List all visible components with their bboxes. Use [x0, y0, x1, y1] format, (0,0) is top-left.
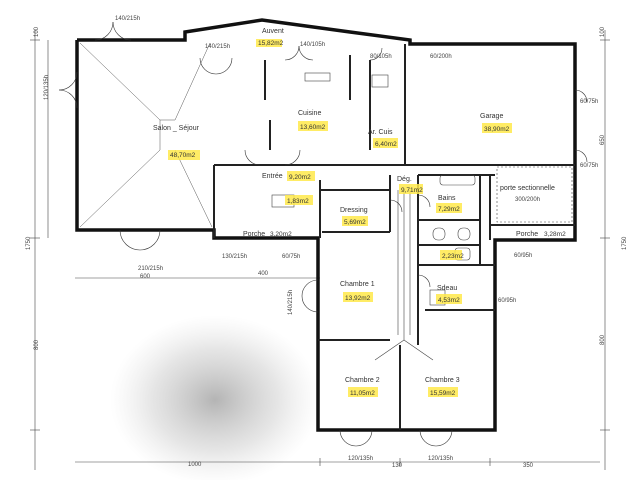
dim-window: 120/135h: [348, 456, 373, 462]
wc-area: 2,23m2: [442, 253, 464, 260]
bains-area: 7,29m2: [438, 206, 460, 213]
dim-window: 120/135h: [44, 75, 50, 100]
sdeau-area: 4,53m2: [438, 297, 460, 304]
salon-name: Salon _ Séjour: [153, 125, 200, 132]
dim-length: 650: [600, 134, 606, 145]
dim-length: 800: [600, 334, 606, 345]
dim-window: 120/135h: [428, 456, 453, 462]
dim-window: 140/215h: [115, 16, 140, 22]
sdeau-name: Sdeau: [437, 285, 457, 292]
dim-length: 130: [392, 463, 403, 469]
door-swings: [58, 21, 588, 447]
dim-window: 140/215h: [288, 290, 294, 315]
salon-area: 48,70m2: [170, 152, 196, 159]
dim-window: 60/95h: [514, 253, 532, 259]
deg-name: Dég.: [397, 176, 412, 183]
dressing-area: 5,69m2: [344, 219, 366, 226]
dim-length: 800: [34, 339, 40, 350]
dim-window: 210/215h: [138, 266, 163, 272]
cuisine-area: 13,60m2: [300, 124, 326, 131]
porche1-area: 3,20m2: [270, 231, 292, 238]
dimension-lines: [30, 30, 610, 470]
dim-window: 130/215h: [222, 254, 247, 260]
dim-window: 60/75h: [580, 99, 598, 105]
bains-name: Bains: [438, 195, 456, 202]
garage-name: Garage: [480, 113, 503, 120]
porte-sect-name: porte sectionnelle: [500, 185, 555, 192]
dim-length: 1750: [622, 236, 628, 250]
dimension-labels: 140/215h 140/215h 140/105h 80/105h 60/20…: [26, 16, 628, 469]
placard-area: 1,83m2: [287, 198, 309, 205]
area-highlights: [168, 39, 512, 397]
chambre3-name: Chambre 3: [425, 377, 460, 384]
dim-window: 60/200h: [430, 54, 452, 60]
porche2-name: Porche: [516, 231, 538, 238]
porche2-area: 3,28m2: [544, 231, 566, 238]
dim-length: 1750: [26, 236, 32, 250]
roof-hatching: [79, 42, 213, 228]
corridor-ridge: [374, 190, 434, 361]
cuisine-name: Cuisine: [298, 110, 321, 117]
dim-length: 600: [140, 274, 151, 280]
dim-window: 60/75h: [580, 163, 598, 169]
auvent-area: 15,82m2: [258, 40, 284, 47]
deg-area: 9,71m2: [401, 187, 423, 194]
dressing-name: Dressing: [340, 207, 368, 214]
room-labels: Salon _ Séjour 48,70m2 Auvent 15,82m2 Cu…: [153, 28, 566, 397]
dim-window: 140/215h: [205, 44, 230, 50]
chambre2-name: Chambre 2: [345, 377, 380, 384]
dim-window: 80/105h: [370, 54, 392, 60]
fixtures: [271, 72, 573, 306]
dim-window: 60/95h: [498, 298, 516, 304]
dim-length: 100: [600, 26, 606, 37]
dim-length: 100: [34, 26, 40, 37]
dim-length: 350: [523, 463, 534, 469]
chambre3-area: 15,59m2: [430, 390, 456, 397]
scan-smudge: [110, 315, 320, 480]
arcuis-area: 6,40m2: [375, 141, 397, 148]
chambre1-area: 13,92m2: [345, 295, 371, 302]
arcuis-name: Ar. Cuis: [368, 129, 393, 136]
dim-window: 60/75h: [282, 254, 300, 260]
chambre2-area: 11,05m2: [350, 390, 375, 397]
porche1-name: Porche: [243, 231, 265, 238]
entree-area: 9,20m2: [289, 174, 311, 181]
dim-length: 400: [258, 271, 269, 277]
auvent-name: Auvent: [262, 28, 284, 35]
garage-area: 38,90m2: [484, 126, 510, 133]
chambre1-name: Chambre 1: [340, 281, 375, 288]
porte-sect-size: 300/200h: [515, 197, 540, 203]
dim-window: 140/105h: [300, 42, 325, 48]
dim-length: 1000: [188, 462, 202, 468]
entree-name: Entrée: [262, 173, 283, 180]
interior-walls: [213, 44, 575, 430]
